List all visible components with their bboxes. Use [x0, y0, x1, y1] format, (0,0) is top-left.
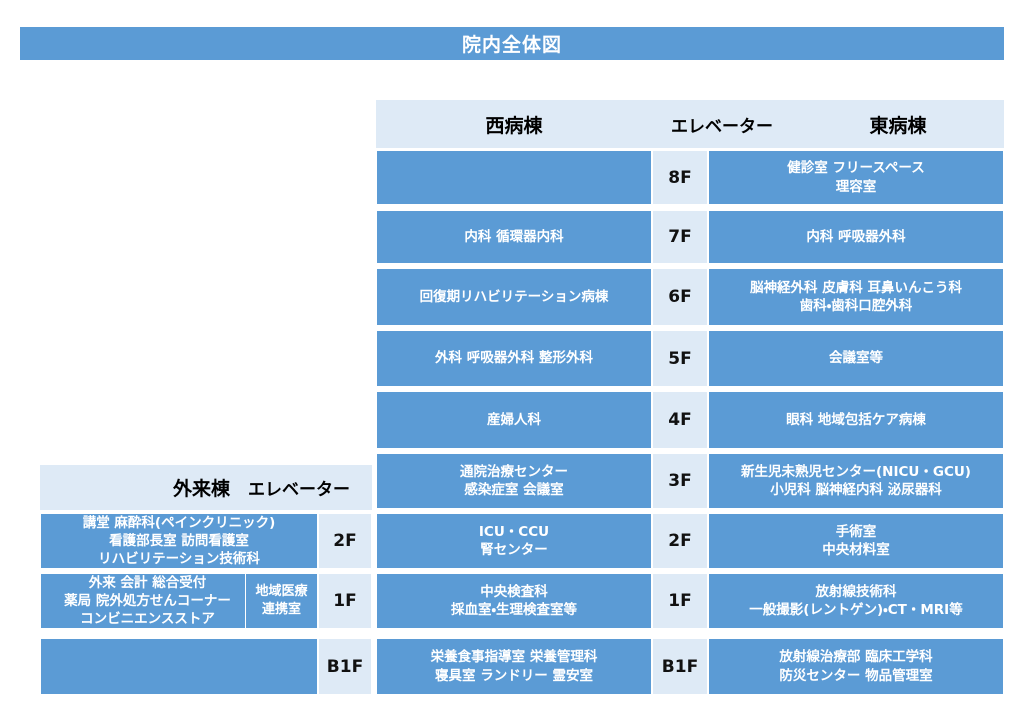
- floor-label-b1f: B1F: [652, 638, 708, 695]
- east-ward-text-line: 健診室 フリースペース: [787, 160, 925, 177]
- west-ward-cell-4f[interactable]: 産婦人科: [376, 391, 652, 449]
- header-outpatient-elevator: エレベーター: [248, 480, 350, 500]
- outpatient-floor-label-1f: 1F: [318, 573, 372, 629]
- west-ward-cell-3f[interactable]: 通院治療センター感染症室 会議室: [376, 453, 652, 509]
- outpatient-text-line: 看護部長室 訪問看護室: [109, 532, 249, 549]
- outpatient-cell-b1f[interactable]: [40, 638, 318, 695]
- west-ward-text-line: 栄養食事指導室 栄養管理科: [430, 649, 598, 666]
- west-ward-cell-6f[interactable]: 回復期リハビリテーション病棟: [376, 268, 652, 326]
- outpatient-cell-2f[interactable]: 講堂 麻酔科(ペインクリニック)看護部長室 訪問看護室リハビリテーション技術科: [40, 513, 318, 569]
- east-ward-cell-8f[interactable]: 健診室 フリースペース理容室: [708, 150, 1004, 205]
- floor-label-4f: 4F: [652, 391, 708, 449]
- east-ward-cell-3f[interactable]: 新生児未熟児センター(NICU・GCU) 小児科 脳神経内科 泌尿器科: [708, 453, 1004, 509]
- main-table-header: 西病棟 エレベーター 東病棟: [376, 100, 1004, 148]
- west-ward-text-line: 中央検査科: [480, 583, 548, 600]
- west-ward-text-line: 産婦人科: [487, 411, 541, 428]
- outpatient-text-line: 講堂 麻酔科(ペインクリニック): [82, 514, 276, 531]
- outpatient-table-header: 外来棟 エレベーター: [40, 465, 372, 510]
- east-ward-cell-6f[interactable]: 脳神経外科 皮膚科 耳鼻いんこう科歯科・歯科口腔外科: [708, 268, 1004, 326]
- header-elevator: エレベーター: [671, 116, 773, 137]
- outpatient-sub-text-line: 連携室: [261, 602, 301, 617]
- east-ward-cell-b1f[interactable]: 放射線治療部 臨床工学科防災センター 物品管理室: [708, 638, 1004, 695]
- west-ward-cell-5f[interactable]: 外科 呼吸器外科 整形外科: [376, 330, 652, 387]
- east-ward-text-line: 手術室: [835, 523, 877, 540]
- header-east-ward: 東病棟: [869, 114, 927, 137]
- west-ward-text-line: 外科 呼吸器外科 整形外科: [435, 350, 593, 367]
- east-ward-text-line: 眼科 地域包括ケア病棟: [786, 411, 926, 428]
- east-ward-cell-5f[interactable]: 会議室等: [708, 330, 1004, 387]
- west-ward-text-line: 採血室・生理検査室等: [450, 602, 578, 618]
- east-ward-cell-2f[interactable]: 手術室中央材料室: [708, 513, 1004, 569]
- floor-label-8f: 8F: [652, 150, 708, 205]
- outpatient-subcell-1f[interactable]: 地域医療連携室: [245, 573, 318, 629]
- east-ward-text-line: 会議室等: [829, 350, 883, 367]
- east-ward-text-line: 小児科 脳神経内科 泌尿器科: [770, 482, 942, 498]
- east-ward-text-line: 放射線治療部 臨床工学科: [779, 649, 933, 666]
- outpatient-text-line: リハビリテーション技術科: [98, 551, 260, 568]
- east-ward-text-line: 中央材料室: [822, 542, 890, 558]
- outpatient-text-line: 薬局 院外処方せんコーナー: [64, 592, 231, 609]
- floor-label-3f: 3F: [652, 453, 708, 509]
- west-ward-text-line: 回復期リハビリテーション病棟: [419, 288, 609, 305]
- outpatient-text-line: コンビニエンスストア: [80, 611, 215, 628]
- west-ward-cell-7f[interactable]: 内科 循環器内科: [376, 210, 652, 264]
- east-ward-text-line: 歯科・歯科口腔外科: [799, 298, 913, 314]
- west-ward-text-line: 通院治療センター: [460, 463, 568, 480]
- east-ward-text-line: 内科 呼吸器外科: [806, 228, 906, 245]
- outpatient-text-line: 外来 会計 総合受付: [88, 574, 207, 591]
- west-ward-cell-8f[interactable]: [376, 150, 652, 205]
- floor-label-7f: 7F: [652, 210, 708, 264]
- west-ward-cell-b1f[interactable]: 栄養食事指導室 栄養管理科寝具室 ランドリー 霊安室: [376, 638, 652, 695]
- west-ward-text-line: ICU・CCU: [478, 523, 550, 540]
- floor-label-2f: 2F: [652, 513, 708, 569]
- page-title: 院内全体図: [20, 27, 1004, 60]
- east-ward-text-line: 脳神経外科 皮膚科 耳鼻いんこう科: [750, 279, 962, 296]
- east-ward-text-line: 防災センター 物品管理室: [779, 667, 933, 684]
- header-west-ward: 西病棟: [485, 114, 543, 137]
- outpatient-sub-text-line: 地域医療: [255, 584, 308, 600]
- floor-label-6f: 6F: [652, 268, 708, 326]
- east-ward-text-line: 新生児未熟児センター(NICU・GCU): [741, 463, 971, 480]
- east-ward-text-line: 一般撮影(レントゲン)・CT・MRI等: [749, 602, 963, 618]
- east-ward-cell-1f[interactable]: 放射線技術科一般撮影(レントゲン)・CT・MRI等: [708, 573, 1004, 629]
- west-ward-text-line: 感染症室 会議室: [464, 482, 564, 498]
- outpatient-cell-1f[interactable]: 外来 会計 総合受付薬局 院外処方せんコーナーコンビニエンスストア: [40, 573, 255, 629]
- east-ward-cell-7f[interactable]: 内科 呼吸器外科: [708, 210, 1004, 264]
- east-ward-text-line: 理容室: [835, 178, 877, 195]
- floor-label-5f: 5F: [652, 330, 708, 387]
- header-outpatient-building: 外来棟: [172, 478, 230, 500]
- outpatient-floor-label-b1f: B1F: [318, 638, 372, 695]
- floor-label-1f: 1F: [652, 573, 708, 629]
- outpatient-floor-label-2f: 2F: [318, 513, 372, 569]
- west-ward-text-line: 寝具室 ランドリー 霊安室: [435, 667, 593, 684]
- west-ward-text-line: 腎センター: [480, 542, 548, 558]
- east-ward-text-line: 放射線技術科: [815, 583, 897, 600]
- east-ward-cell-4f[interactable]: 眼科 地域包括ケア病棟: [708, 391, 1004, 449]
- west-ward-text-line: 内科 循環器内科: [464, 228, 564, 245]
- west-ward-cell-1f[interactable]: 中央検査科採血室・生理検査室等: [376, 573, 652, 629]
- west-ward-cell-2f[interactable]: ICU・CCU 腎センター: [376, 513, 652, 569]
